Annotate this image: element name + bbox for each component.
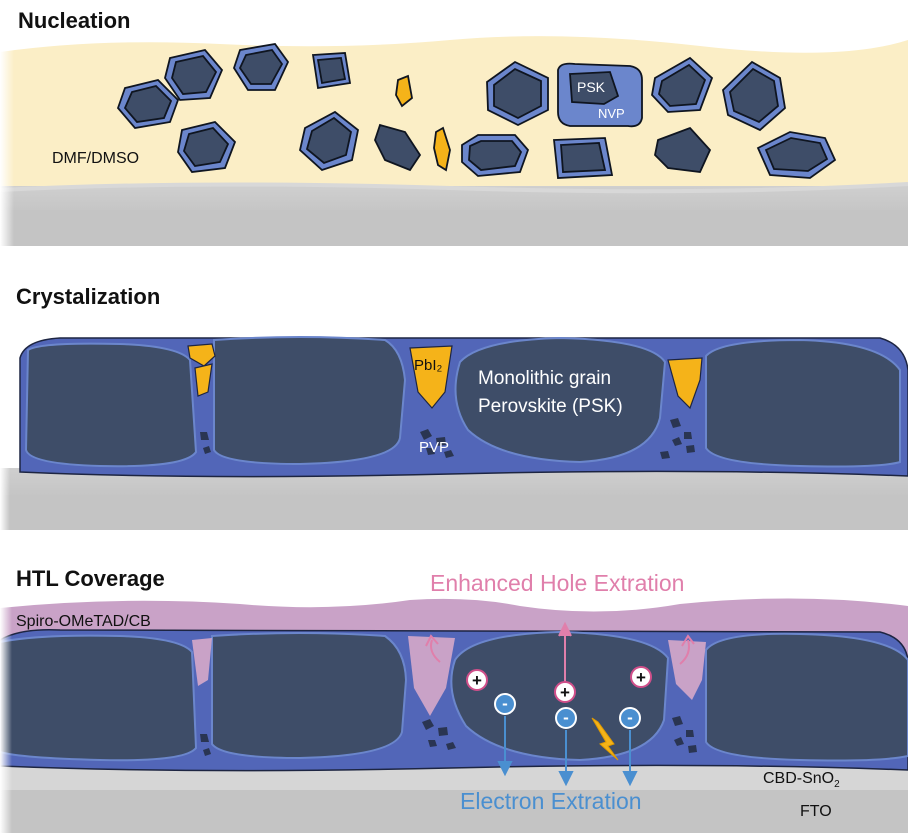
nucleus-grain	[299, 110, 359, 172]
perovskite-grain	[0, 634, 198, 762]
hole-arrow	[679, 639, 690, 665]
electron-charge: -	[619, 707, 641, 729]
nucleus-grain	[651, 56, 714, 113]
perovskite-grain	[213, 336, 407, 466]
nucleus-grain	[722, 60, 786, 132]
hole-charge: +	[466, 669, 488, 691]
perovskite-grain	[211, 632, 408, 760]
perovskite-grain	[705, 338, 901, 468]
pbi2-nucleus	[433, 126, 451, 172]
svg-text:+: +	[560, 683, 570, 702]
svg-text:+: +	[636, 668, 646, 687]
pvp-particles	[200, 418, 695, 459]
pvp-particles	[200, 716, 697, 756]
nucleus-grain	[654, 126, 712, 173]
svg-text:-: -	[502, 694, 508, 713]
grain-label-line2: Perovskite (PSK)	[478, 396, 623, 417]
svg-text:+: +	[472, 671, 482, 690]
pvp-label: PVP	[419, 439, 450, 456]
perovskite-grain	[705, 632, 908, 762]
nucleus-grain	[486, 60, 549, 127]
perovskite-grain	[24, 342, 198, 468]
fto-label: FTO	[800, 803, 832, 820]
electron-arrows	[497, 716, 638, 787]
hole-arrow	[430, 639, 441, 663]
grain-label-line1: Monolithic grain	[478, 368, 612, 389]
hole-charge: +	[554, 681, 576, 703]
etl-label-text: CBD-SnO	[763, 770, 835, 787]
grain-cluster	[116, 43, 837, 179]
nucleation-panel	[0, 36, 908, 246]
nucleus-grain	[233, 43, 290, 91]
etl-label-subscript: 2	[834, 779, 840, 791]
nucleus-grain	[461, 134, 530, 177]
nucleation-title: Nucleation	[18, 8, 131, 33]
hole-arrows	[425, 621, 695, 686]
psk-nvp-grain	[557, 62, 643, 128]
nucleus-grain	[164, 49, 224, 101]
pbi2-deposit	[667, 357, 703, 410]
pbi2-nucleus	[395, 74, 413, 108]
nucleus-grain	[177, 121, 237, 173]
htl-coverage-title: HTL Coverage	[16, 566, 165, 591]
electron-extraction-label: Electron Extration	[460, 788, 642, 814]
pbi2-deposits	[187, 343, 703, 410]
nucleus-grain	[311, 52, 352, 90]
etl-label: CBD-SnO2	[763, 770, 840, 790]
nucleus-grain	[756, 131, 837, 179]
grain-row	[24, 336, 901, 468]
nucleus-grain	[553, 137, 614, 179]
htl-coverage-panel: + + + - - -	[0, 598, 908, 833]
svg-text:-: -	[627, 708, 633, 727]
hole-charge: +	[630, 666, 652, 688]
perovskite-grain	[454, 336, 667, 464]
htl-infill	[192, 636, 706, 716]
crystalization-panel	[0, 336, 908, 530]
crystalization-title: Crystalization	[16, 284, 161, 309]
charge-carriers: + + + - - -	[466, 666, 652, 729]
svg-text:-: -	[563, 708, 569, 727]
nvp-label: NVP	[598, 106, 625, 121]
htl-label: Spiro-OMeTAD/CB	[16, 613, 151, 630]
pbi2-deposit	[187, 343, 216, 367]
pbi2-deposit	[409, 345, 453, 409]
lightning-icon	[591, 717, 619, 761]
electron-charge: -	[494, 693, 516, 715]
nucleus-grain	[116, 79, 180, 129]
electron-charge: -	[555, 707, 577, 729]
solvent-label: DMF/DMSO	[52, 150, 140, 167]
pbi2-label: PbI₂	[414, 357, 443, 374]
hole-extraction-label: Enhanced Hole Extration	[430, 570, 685, 596]
nucleus-grain	[374, 123, 422, 172]
psk-label: PSK	[577, 79, 606, 95]
pbi2-deposit	[194, 363, 213, 397]
